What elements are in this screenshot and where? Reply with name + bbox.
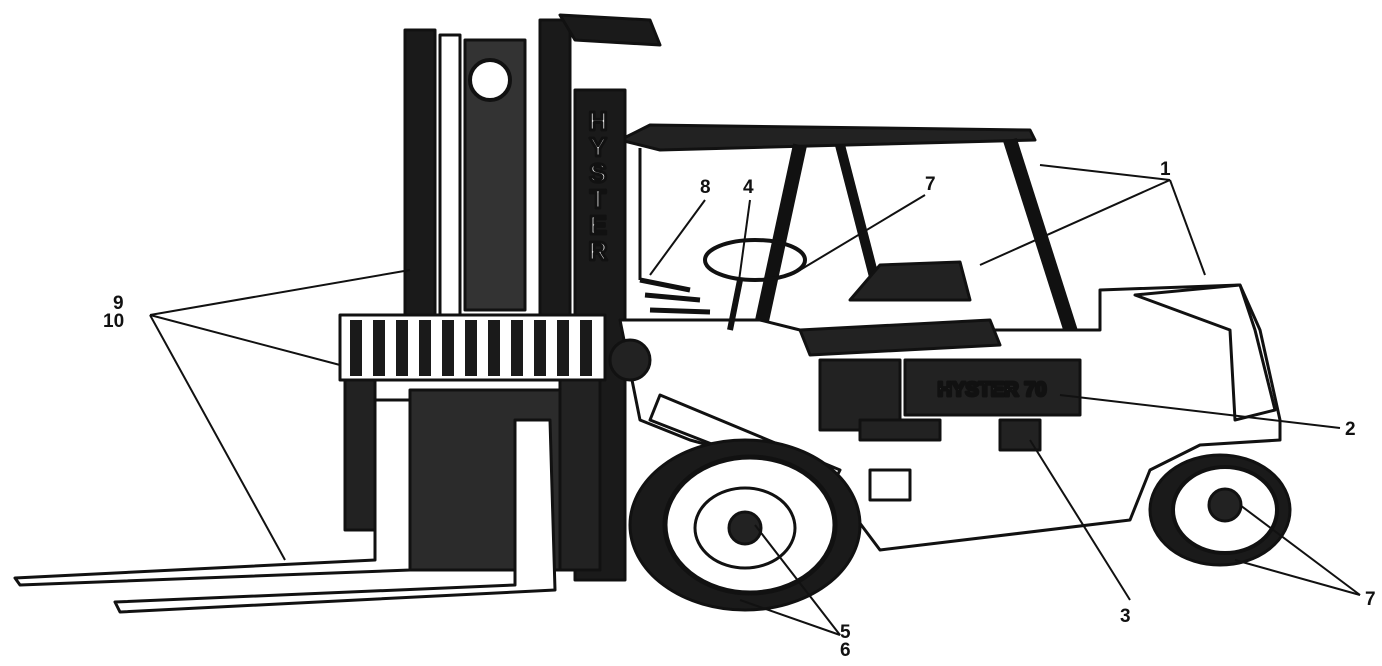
backrest-bar (442, 320, 454, 376)
callout-1: 1 (1160, 160, 1171, 179)
callout-3: 3 (1120, 607, 1131, 626)
callout-10: 10 (103, 312, 124, 331)
backrest-bar (350, 320, 362, 376)
backrest-bar (488, 320, 500, 376)
callout-7-steer-wheel: 7 (1365, 590, 1376, 609)
drive-wheel (630, 440, 860, 610)
backrest-bar (557, 320, 569, 376)
callout-6: 6 (840, 641, 851, 660)
callout-4: 4 (743, 178, 754, 197)
backrest-bar (373, 320, 385, 376)
operator-seat (800, 262, 1000, 355)
mast-brand-letter: R (589, 236, 608, 266)
backrest-bar (419, 320, 431, 376)
mast-brand: HYSTER (589, 106, 608, 266)
side-brand-text: HYSTER 70 (938, 379, 1047, 401)
backrest-bar (465, 320, 477, 376)
steer-wheel (1150, 455, 1290, 565)
backrest-bar (580, 320, 592, 376)
backrest-bar (396, 320, 408, 376)
backrest-bar (511, 320, 523, 376)
callout-8: 8 (700, 178, 711, 197)
side-brand: HYSTER 70 (938, 379, 1047, 401)
steering-wheel (705, 240, 805, 280)
callout-2: 2 (1345, 420, 1356, 439)
backrest-bar (534, 320, 546, 376)
callout-7-cab: 7 (925, 175, 936, 194)
overhead-guard (620, 125, 1035, 150)
